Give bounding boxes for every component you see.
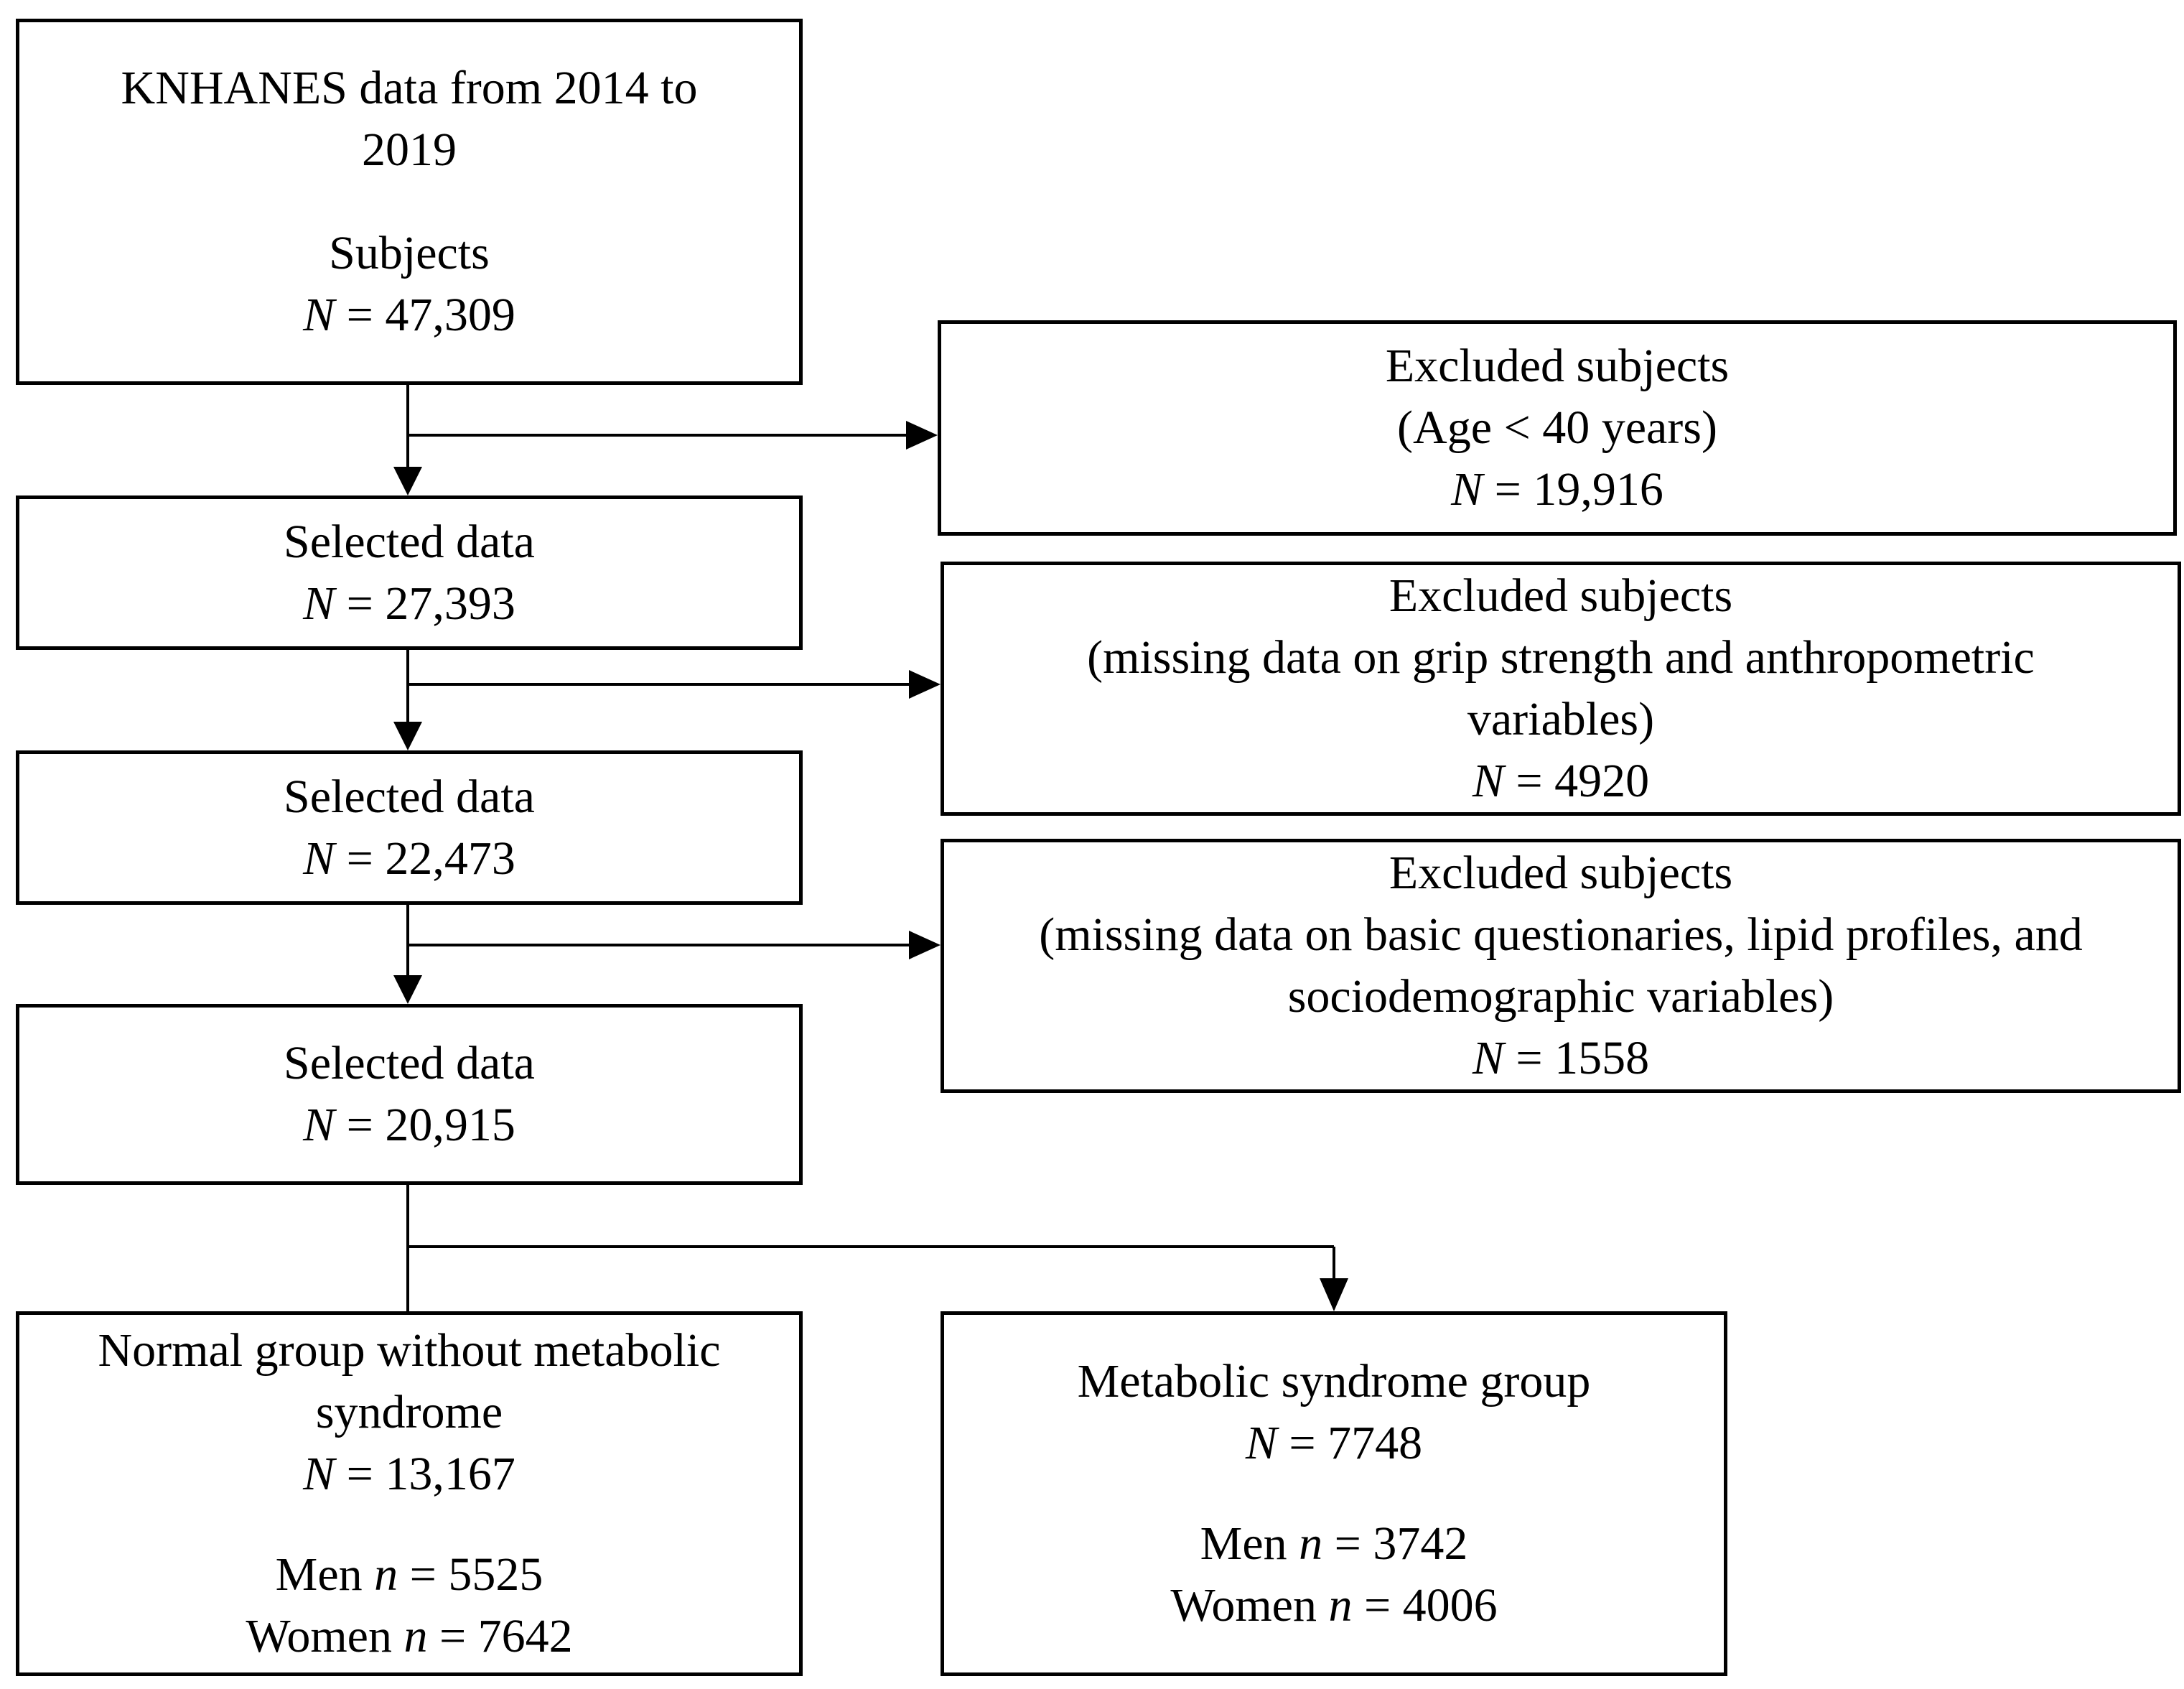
excluded-1-title: Excluded subjects	[1385, 340, 1730, 392]
excluded-1-count: N = 19,916	[1451, 463, 1663, 516]
metabolic-group-women-count: Women n = 4006	[1170, 1579, 1498, 1632]
start-title-line-2: 2019	[362, 124, 457, 176]
start-subjects-label: Subjects	[329, 227, 490, 279]
excluded-3-title: Excluded subjects	[1389, 847, 1733, 899]
normal-group-box: Normal group without metabolic syndrome …	[16, 1311, 803, 1676]
arrowhead-to-selected-2	[393, 722, 422, 750]
arrowhead-to-excluded-3	[909, 931, 941, 959]
excluded-2-reason: (missing data on grip strength and anthr…	[1087, 631, 2035, 684]
excluded-2-count: N = 4920	[1472, 755, 1650, 807]
excluded-box-1: Excluded subjects (Age < 40 years) N = 1…	[938, 320, 2177, 536]
selected-1-title: Selected data	[284, 515, 535, 568]
excluded-box-3: Excluded subjects (missing data on basic…	[941, 839, 2181, 1093]
metabolic-group-title: Metabolic syndrome group	[1077, 1355, 1591, 1408]
arrowhead-to-metabolic-group	[1320, 1278, 1348, 1311]
start-title-line-1: KNHANES data from 2014 to	[121, 62, 698, 114]
excluded-3-reason: (missing data on basic questionaries, li…	[1039, 908, 2083, 961]
arrowhead-to-selected-3	[393, 975, 422, 1004]
start-count: N = 47,309	[303, 289, 515, 341]
excluded-box-2: Excluded subjects (missing data on grip …	[941, 562, 2181, 816]
selected-box-3: Selected data N = 20,915	[16, 1004, 803, 1185]
selected-box-2: Selected data N = 22,473	[16, 750, 803, 905]
metabolic-group-count: N = 7748	[1245, 1417, 1423, 1469]
arrowhead-to-excluded-2	[909, 670, 941, 699]
normal-group-title-line-1: Normal group without metabolic	[98, 1324, 721, 1377]
metabolic-group-men-count: Men n = 3742	[1200, 1517, 1468, 1570]
selected-2-title: Selected data	[284, 770, 535, 823]
selected-1-count: N = 27,393	[303, 577, 515, 630]
normal-group-women-count: Women n = 7642	[246, 1610, 573, 1662]
normal-group-men-count: Men n = 5525	[275, 1548, 543, 1601]
normal-group-count: N = 13,167	[303, 1448, 515, 1500]
selected-3-count: N = 20,915	[303, 1099, 515, 1151]
normal-group-title-line-2: syndrome	[315, 1386, 503, 1438]
selected-2-count: N = 22,473	[303, 832, 515, 885]
excluded-3-count: N = 1558	[1472, 1032, 1650, 1084]
excluded-3-reason-continued: sociodemographic variables)	[1287, 970, 1834, 1023]
arrowhead-to-selected-1	[393, 467, 422, 495]
metabolic-group-box: Metabolic syndrome group N = 7748 Men n …	[941, 1311, 1727, 1676]
excluded-2-title: Excluded subjects	[1389, 569, 1733, 622]
start-box: KNHANES data from 2014 to 2019 Subjects …	[16, 19, 803, 385]
excluded-1-reason: (Age < 40 years)	[1397, 401, 1717, 454]
selected-3-title: Selected data	[284, 1037, 535, 1089]
arrowhead-to-excluded-1	[906, 421, 938, 450]
selected-box-1: Selected data N = 27,393	[16, 495, 803, 650]
excluded-2-reason-continued: variables)	[1467, 693, 1655, 745]
